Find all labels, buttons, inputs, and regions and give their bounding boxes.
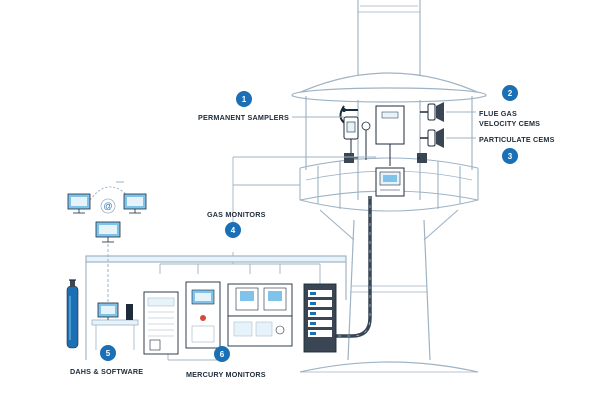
flue-gas-velocity-cems — [420, 102, 444, 122]
badge-4-number: 4 — [231, 226, 236, 235]
network-symbol: @ — [103, 201, 112, 211]
badge-2-number: 2 — [508, 89, 513, 98]
badge-5: 5 — [100, 345, 116, 361]
label-flue-gas-line1: FLUE GAS — [479, 109, 517, 118]
label-particulate-cems: PARTICULATE CEMS — [479, 135, 555, 144]
platform-canopy — [291, 72, 487, 200]
computer-icon-left — [67, 193, 91, 214]
leader-lines — [159, 111, 476, 361]
platform-analyzer-cabinet — [375, 105, 405, 197]
badge-6-number: 6 — [220, 350, 225, 359]
badge-5-number: 5 — [106, 349, 111, 358]
badge-3: 3 — [502, 148, 518, 164]
permanent-sampler — [339, 105, 371, 160]
analyzer-shelter — [85, 255, 347, 360]
badge-6: 6 — [214, 346, 230, 362]
network-icon: @ — [89, 181, 129, 214]
badge-1: 1 — [236, 91, 252, 107]
gas-cylinder-icon — [66, 279, 79, 349]
badge-1-number: 1 — [242, 95, 247, 104]
computer-icon-bottom — [95, 221, 121, 243]
badge-4: 4 — [225, 222, 241, 238]
computer-icon-right — [123, 193, 147, 214]
label-permanent-samplers: PERMANENT SAMPLERS — [198, 113, 289, 122]
smokestack — [299, 0, 479, 373]
label-flue-gas-line2: VELOCITY CEMS — [479, 119, 540, 128]
badge-3-number: 3 — [508, 152, 513, 161]
label-gas-monitors: GAS MONITORS — [207, 210, 266, 219]
label-dahs-software: DAHS & SOFTWARE — [70, 367, 143, 376]
particulate-cems — [420, 128, 444, 148]
probe — [342, 108, 358, 112]
dahs-workstation — [91, 302, 139, 350]
badge-2: 2 — [502, 85, 518, 101]
gas-monitor-rack — [143, 281, 337, 355]
platform-sensors — [344, 153, 427, 163]
label-mercury-monitors: MERCURY MONITORS — [186, 370, 266, 379]
